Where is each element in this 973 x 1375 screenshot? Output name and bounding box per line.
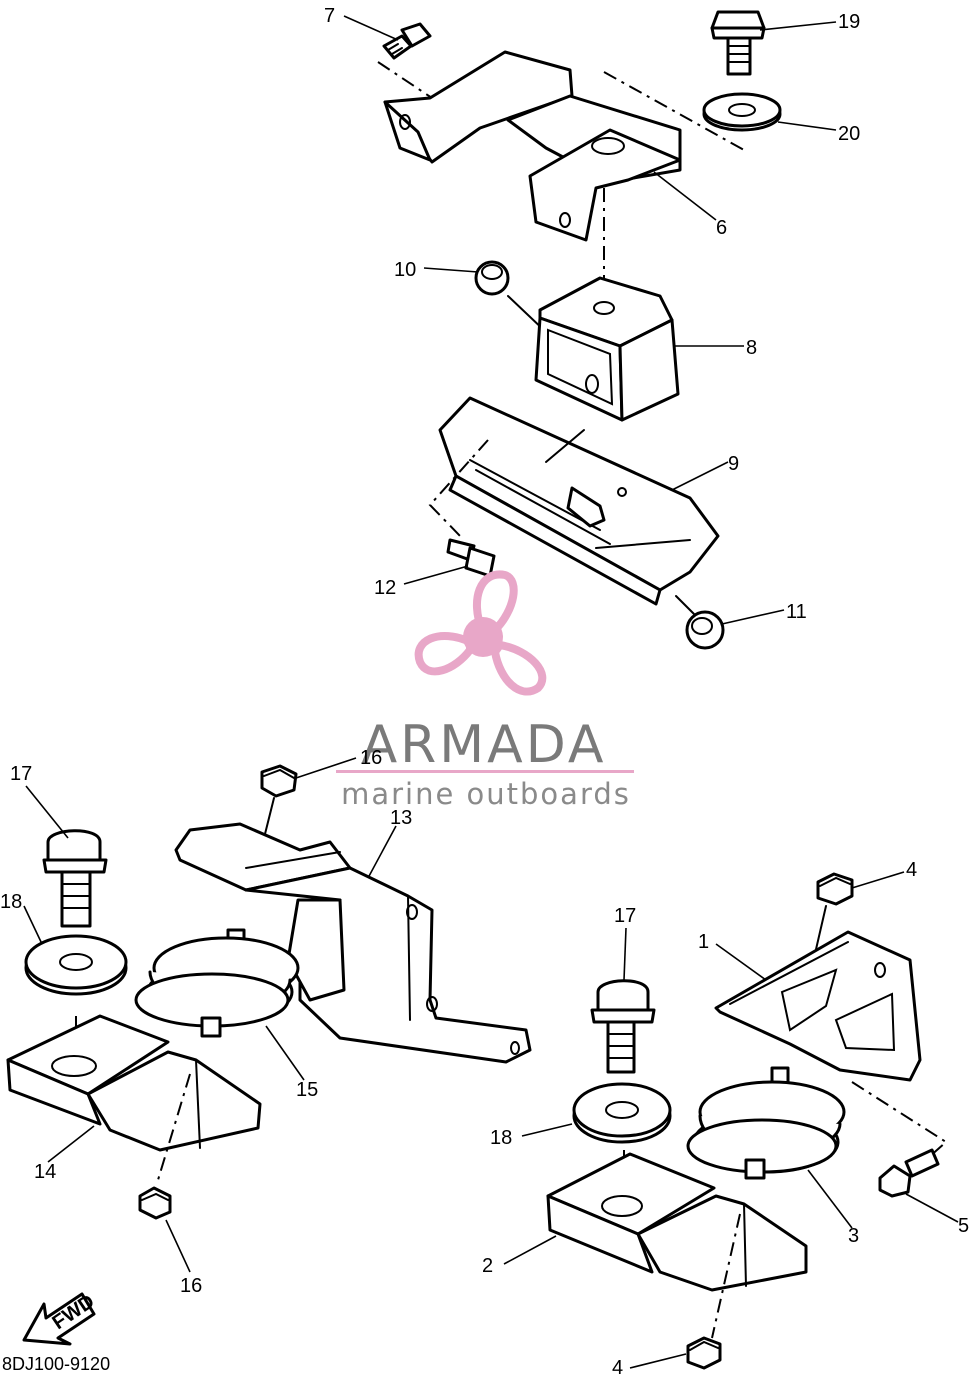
bolt-7 — [382, 22, 432, 60]
watermark-tagline: marine outboards — [341, 777, 631, 811]
nut-11 — [685, 610, 725, 650]
callout-10: 10 — [394, 259, 416, 281]
callout-4-upper: 4 — [906, 859, 917, 881]
callout-12: 12 — [374, 577, 396, 599]
mount-plate-9 — [438, 396, 720, 606]
callout-20: 20 — [838, 123, 860, 145]
callout-18-left: 18 — [0, 891, 22, 913]
callout-16-upper: 16 — [360, 747, 382, 769]
bolt-5 — [878, 1148, 940, 1198]
bracket-6 — [383, 50, 682, 242]
callout-17-right: 17 — [614, 905, 636, 927]
propeller-icon — [414, 570, 547, 696]
watermark-brand: ARMADA — [362, 715, 607, 775]
callout-8: 8 — [746, 337, 757, 359]
callout-numbers: 7 19 20 6 10 8 9 12 11 16 17 18 13 14 15… — [0, 5, 969, 1375]
rubber-mount-3 — [686, 1066, 846, 1180]
callout-7: 7 — [324, 5, 335, 27]
callout-13: 13 — [390, 807, 412, 829]
nut-16-lower — [138, 1186, 172, 1220]
callout-9: 9 — [728, 453, 739, 475]
watermark-divider — [336, 770, 634, 773]
washer-18-left — [24, 934, 128, 996]
bracket-14 — [6, 1014, 262, 1152]
callout-5: 5 — [958, 1215, 969, 1237]
callout-17-left: 17 — [10, 763, 32, 785]
callout-11: 11 — [786, 601, 807, 623]
callout-3: 3 — [848, 1225, 859, 1247]
callout-6: 6 — [716, 217, 727, 239]
nut-4-lower — [686, 1336, 722, 1370]
fwd-direction-arrow: FWD — [22, 1290, 99, 1346]
bolt-17-right — [590, 979, 656, 1074]
bracket-13 — [174, 822, 532, 1064]
bracket-2 — [546, 1152, 808, 1292]
bolt-12 — [446, 538, 496, 578]
nut-16-upper — [260, 764, 298, 798]
rubber-mount-15 — [134, 928, 300, 1038]
leader-lines — [23, 15, 959, 1369]
callout-15: 15 — [296, 1079, 318, 1101]
bolt-19 — [710, 10, 766, 76]
callout-18-right: 18 — [490, 1127, 512, 1149]
callout-1: 1 — [698, 931, 709, 953]
rubber-mount-8 — [534, 276, 680, 422]
bolt-17-left — [42, 829, 108, 928]
callout-19: 19 — [838, 11, 860, 33]
bracket-1 — [714, 930, 922, 1082]
callout-14: 14 — [34, 1161, 56, 1183]
washer-20 — [702, 92, 782, 132]
callout-4-lower: 4 — [612, 1357, 623, 1375]
callout-2: 2 — [482, 1255, 493, 1277]
nut-10 — [474, 260, 510, 296]
nut-4-upper — [816, 872, 854, 906]
drawing-code: 8DJ100-9120 — [2, 1354, 110, 1374]
callout-16-lower: 16 — [180, 1275, 202, 1297]
armada-logo: ARMADA marine outboards — [336, 570, 634, 811]
washer-18-right — [572, 1082, 672, 1144]
